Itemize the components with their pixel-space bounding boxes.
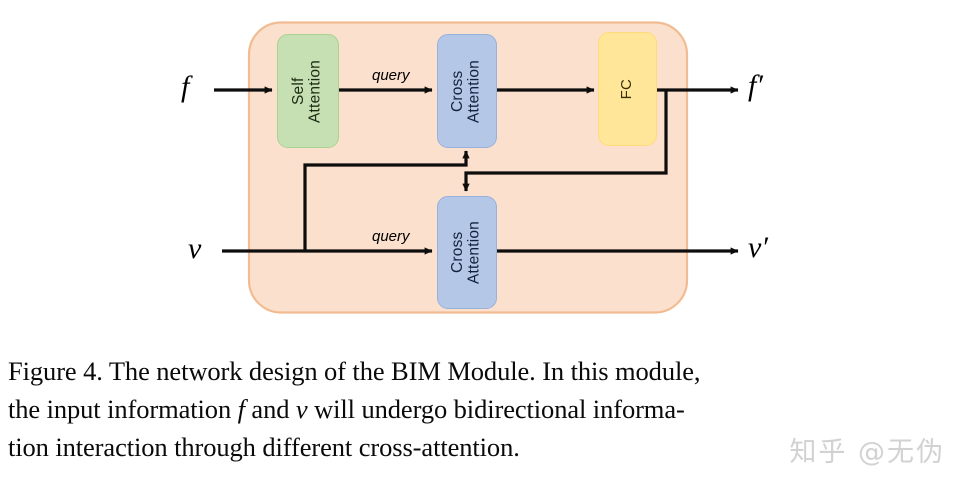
bim-module-container	[247, 21, 689, 314]
caption-line-2-part-b: and	[244, 394, 296, 424]
caption-line-2-part-c: will undergo bidirectional informa-	[307, 394, 685, 424]
edge-fc-feedback-to-cross-bottom	[462, 90, 668, 192]
edge-label-query-bottom: query	[372, 228, 410, 245]
block-self-attention[interactable]: Self Attention	[277, 34, 339, 148]
caption-line-2: the input information f and v will under…	[8, 390, 952, 428]
label-input-v: v	[188, 232, 202, 265]
caption-var-v: v	[295, 394, 308, 424]
figure-diagram: Self Attention Cross Attention FC Cross …	[181, 21, 768, 314]
figure-caption: Figure 4. The network design of the BIM …	[8, 352, 952, 466]
caption-line-1: Figure 4. The network design of the BIM …	[8, 352, 952, 390]
caption-line-3: tion interaction through different cross…	[8, 428, 952, 466]
edge-v-branch-to-cross-top	[303, 150, 470, 251]
block-fc[interactable]: FC	[598, 32, 657, 146]
caption-var-f: f	[237, 394, 245, 424]
block-cross-attention-bottom-label: Cross Attention	[449, 221, 483, 284]
block-cross-attention-bottom[interactable]: Cross Attention	[437, 196, 497, 309]
diagram-canvas	[214, 21, 739, 314]
block-cross-attention-top-label: Cross Attention	[449, 59, 483, 123]
caption-line-1-text: Figure 4. The network design of the BIM …	[8, 356, 701, 386]
label-output-v-prime: v′	[748, 231, 768, 264]
zhihu-watermark: 知乎 @无伪	[789, 437, 945, 468]
block-self-attention-label: Self Attention	[290, 59, 324, 123]
block-cross-attention-top[interactable]: Cross Attention	[437, 34, 497, 148]
edge-label-query-top: query	[372, 67, 410, 84]
caption-line-3-text: tion interaction through different cross…	[8, 432, 520, 462]
block-fc-label: FC	[618, 78, 636, 100]
caption-line-2-part-a: the input information	[8, 394, 238, 424]
label-output-f-prime: f′	[748, 69, 763, 102]
label-input-f: f	[181, 70, 190, 103]
